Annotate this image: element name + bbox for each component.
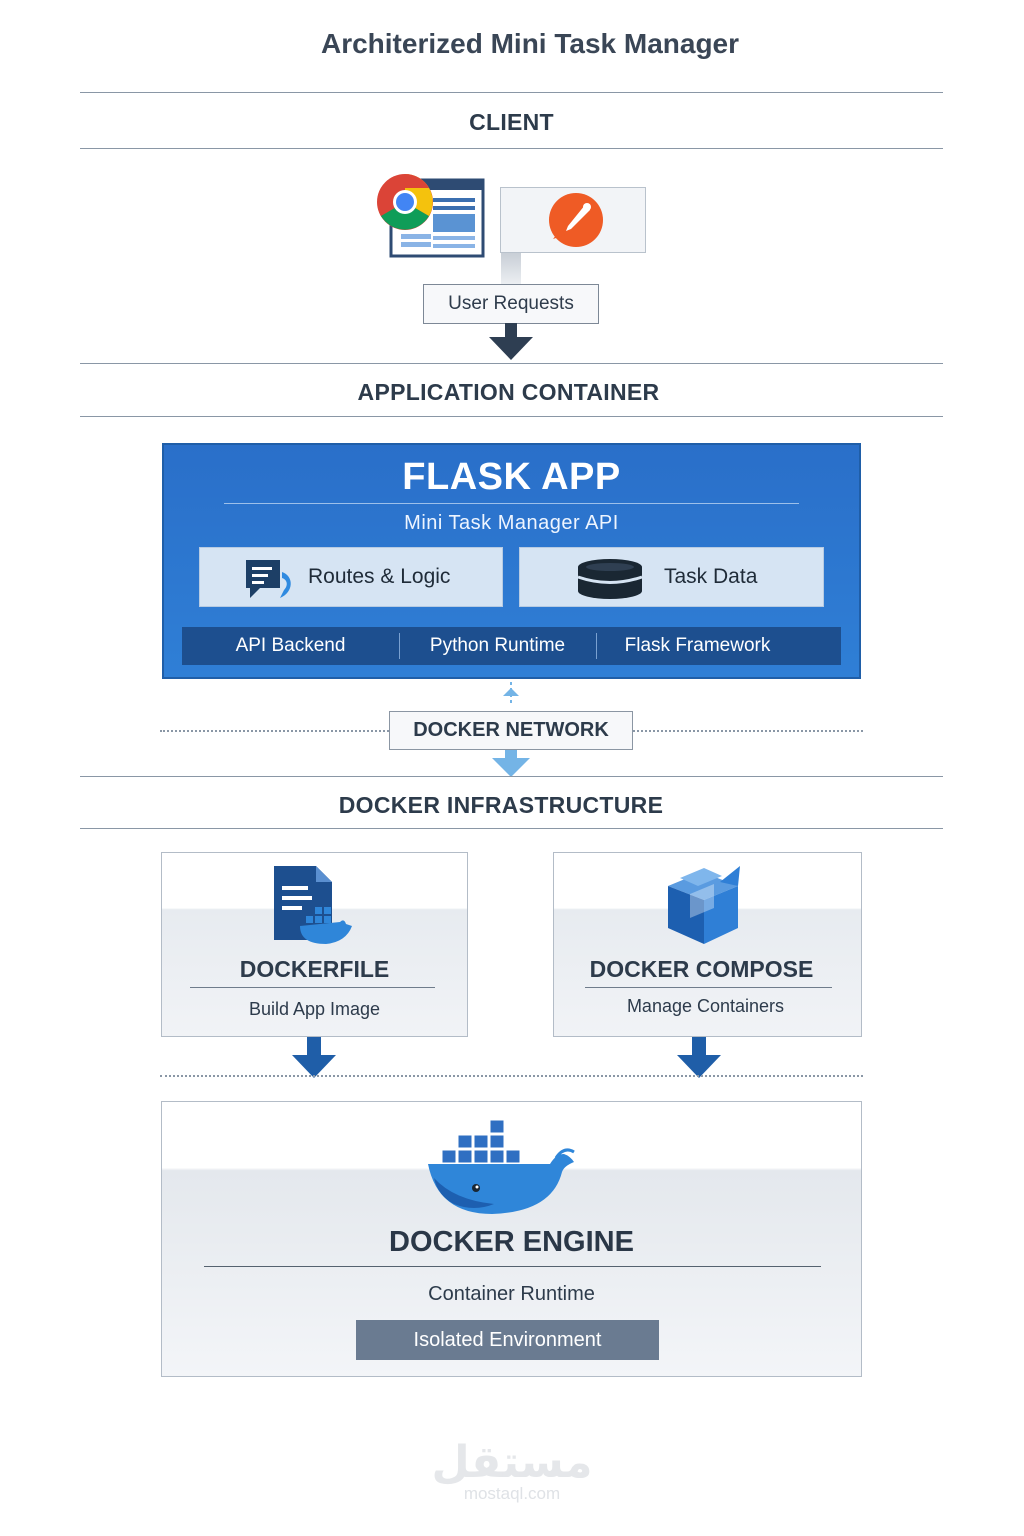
- chrome-browser-icon: [377, 172, 487, 262]
- divider: [190, 987, 435, 988]
- divider: [80, 148, 943, 149]
- docker-engine-subtitle: Container Runtime: [428, 1283, 595, 1305]
- flask-app-subtitle: Mini Task Manager API: [404, 512, 619, 534]
- network-dotted-line: [160, 730, 389, 732]
- routes-logic-label: Routes & Logic: [308, 565, 451, 588]
- network-dotted-line: [633, 730, 863, 732]
- diagram-title: Architerized Mini Task Manager: [320, 28, 740, 59]
- infra-dotted-line: [160, 1075, 863, 1077]
- routes-logic-icon: [246, 560, 291, 598]
- python-runtime-label: Python Runtime: [429, 635, 566, 656]
- task-data-label: Task Data: [664, 565, 758, 588]
- divider: [204, 1266, 821, 1267]
- flask-stack-bar: [182, 627, 841, 665]
- database-icon: [577, 559, 643, 599]
- isolated-environment-badge: Isolated Environment: [356, 1320, 659, 1360]
- dockerfile-subtitle: Build App Image: [248, 999, 381, 1019]
- divider: [80, 416, 943, 417]
- arrow-down-icon: [292, 1037, 336, 1078]
- postman-icon: [549, 193, 603, 247]
- docker-engine-title: DOCKER ENGINE: [389, 1226, 634, 1258]
- compose-box-icon: [668, 866, 740, 944]
- routes-logic-card: Routes & Logic: [199, 547, 503, 607]
- dockerfile-icon: [274, 866, 352, 944]
- docker-compose-title: DOCKER COMPOSE: [589, 956, 814, 982]
- user-requests-box: User Requests: [423, 284, 599, 324]
- divider: [80, 363, 943, 364]
- docker-network-box: DOCKER NETWORK: [389, 711, 633, 750]
- section-infrastructure-label: DOCKER INFRASTRUCTURE: [338, 792, 664, 818]
- connector-line: [501, 253, 521, 286]
- arrow-down-icon: [492, 750, 530, 777]
- divider: [596, 633, 597, 659]
- flask-framework-label: Flask Framework: [624, 635, 771, 656]
- api-backend-label: API Backend: [235, 635, 346, 656]
- docker-whale-icon: [428, 1119, 575, 1214]
- dockerfile-title: DOCKERFILE: [239, 956, 390, 982]
- watermark-logo: مستقل: [431, 1437, 593, 1488]
- divider: [80, 828, 943, 829]
- flask-app-title: FLASK APP: [402, 456, 621, 498]
- divider: [80, 776, 943, 777]
- arrow-down-icon: [489, 323, 533, 360]
- watermark-url: mostaql.com: [463, 1484, 561, 1503]
- arrow-down-icon: [677, 1037, 721, 1078]
- divider: [585, 987, 832, 988]
- divider: [399, 633, 400, 659]
- docker-compose-subtitle: Manage Containers: [626, 996, 785, 1016]
- arrow-up-icon: [503, 682, 519, 704]
- divider: [224, 503, 799, 504]
- divider: [80, 92, 943, 93]
- postman-card: [500, 187, 646, 253]
- task-data-card: Task Data: [519, 547, 824, 607]
- section-client-label: CLIENT: [469, 109, 554, 135]
- section-app-container-label: APPLICATION CONTAINER: [357, 379, 660, 405]
